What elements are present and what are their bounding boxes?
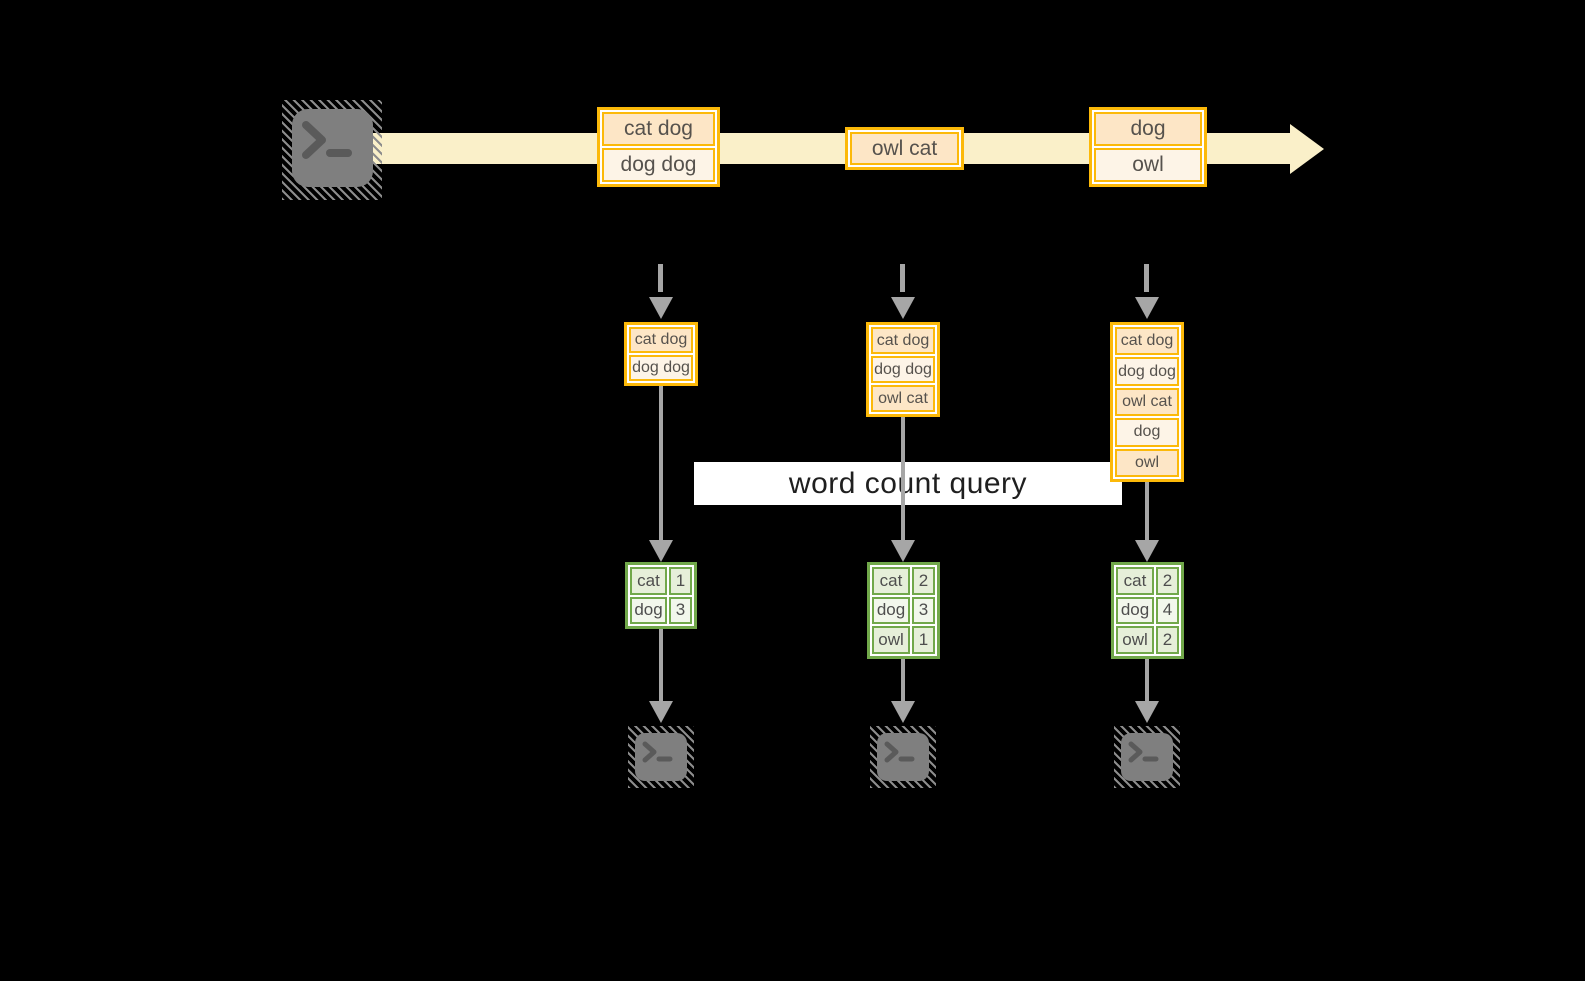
state-record: dog [1115,418,1179,447]
connector-line [659,629,663,702]
state-record: owl [1115,448,1179,478]
query-label-text: word count query [788,466,1028,500]
count-table-1: cat 1 dog 3 [625,562,697,629]
stream-batch-3: dog owl [1089,107,1207,187]
connector-line [659,386,663,544]
count-word-cell: cat [630,567,667,595]
state-log-1: cat dog dog dog [624,322,698,386]
word-count-query-label: word count query [694,462,1122,505]
sink-terminal-icon-3 [1114,726,1180,788]
count-value-cell: 2 [1156,626,1179,654]
arrowhead-icon [891,701,915,723]
count-word-cell: cat [1116,567,1154,595]
terminal-prompt-icon [884,741,915,763]
source-terminal-icon [282,100,382,200]
count-value-cell: 1 [912,626,935,654]
count-value-cell: 2 [912,567,935,595]
state-record: owl cat [1115,387,1179,417]
count-word-cell: owl [1116,626,1154,654]
stream-batch-1: cat dog dog dog [597,107,720,187]
sink-terminal-icon-1 [628,726,694,788]
state-record: cat dog [629,327,693,353]
count-value-cell: 3 [912,596,935,625]
state-record: cat dog [1115,327,1179,356]
sink-terminal-icon-2 [870,726,936,788]
state-record: dog dog [629,355,693,381]
stream-batch-2: owl cat [845,127,964,170]
terminal-screen [635,733,687,781]
state-record: owl cat [871,385,935,412]
state-record: cat dog [871,327,935,354]
arrowhead-icon [891,540,915,562]
arrowhead-icon [1135,540,1159,562]
state-record: dog dog [871,356,935,383]
count-table-3: cat 2 dog 4 owl 2 [1111,562,1184,659]
terminal-screen [877,733,929,781]
arrowhead-icon [649,540,673,562]
arrowhead-icon [891,297,915,319]
count-word-cell: dog [1116,596,1154,625]
state-log-3: cat dog dog dog owl cat dog owl [1110,322,1184,482]
state-log-2: cat dog dog dog owl cat [866,322,940,417]
count-word-cell: dog [872,596,910,625]
connector-line [901,417,905,544]
connector-line [1145,482,1149,544]
dashed-connector [900,264,905,292]
stream-record: dog dog [602,148,715,182]
count-value-cell: 1 [669,567,692,595]
count-word-cell: dog [630,596,667,624]
count-value-cell: 4 [1156,596,1179,625]
terminal-screen [292,109,373,187]
arrowhead-icon [1135,297,1159,319]
arrowhead-icon [1135,701,1159,723]
stream-record: dog [1094,112,1202,146]
stream-arrowhead-icon [1290,124,1324,174]
terminal-prompt-icon [642,741,673,763]
terminal-prompt-icon [302,121,352,159]
stream-record: owl cat [850,132,959,165]
arrowhead-icon [649,297,673,319]
arrowhead-icon [649,701,673,723]
stream-record: cat dog [602,112,715,146]
stream-record: owl [1094,148,1202,182]
count-word-cell: cat [872,567,910,595]
count-value-cell: 3 [669,596,692,624]
connector-line [1145,659,1149,702]
count-value-cell: 2 [1156,567,1179,595]
dashed-connector [1144,264,1149,292]
count-table-2: cat 2 dog 3 owl 1 [867,562,940,659]
state-record: dog dog [1115,357,1179,386]
dashed-connector [658,264,663,292]
terminal-screen [1121,733,1173,781]
count-word-cell: owl [872,626,910,654]
connector-line [901,659,905,702]
terminal-prompt-icon [1128,741,1159,763]
